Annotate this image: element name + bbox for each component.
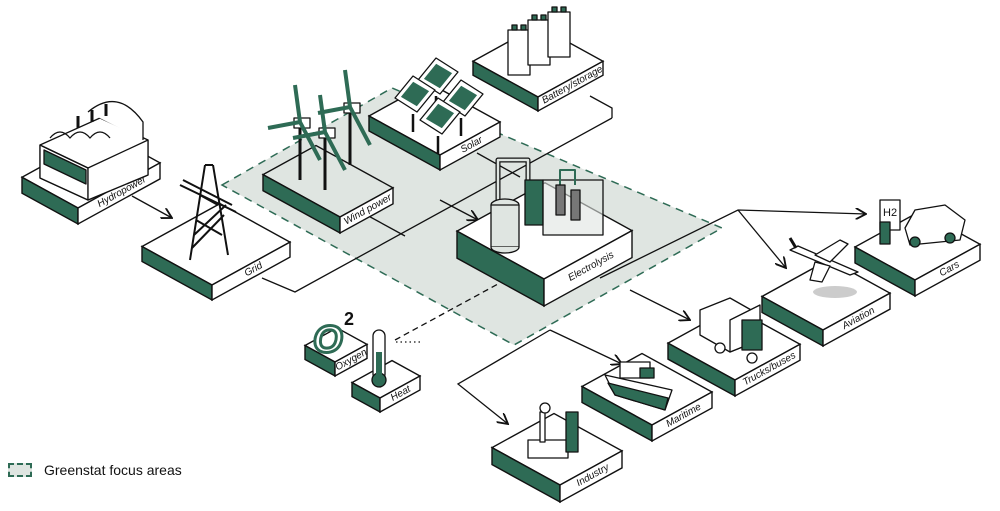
connector-into-electrolysis	[439, 199, 478, 220]
block-front	[211, 240, 291, 302]
block-front	[334, 343, 368, 378]
truck-icon	[699, 297, 763, 364]
battery-icon	[547, 6, 571, 58]
solar-panel-icon	[419, 97, 461, 154]
block-front	[439, 120, 501, 172]
block-front	[822, 291, 891, 348]
block-front	[339, 186, 394, 235]
factory-icon	[527, 402, 579, 459]
battery-icon	[507, 24, 531, 76]
connector-to-maritime	[549, 329, 622, 364]
solar-panel-icon	[394, 75, 436, 132]
connector-to-trucks	[629, 289, 690, 320]
block-front	[651, 390, 713, 443]
hydrogen-sign-label: H2	[883, 207, 897, 219]
connector-hydro-grid	[131, 195, 172, 218]
block-front	[734, 343, 801, 398]
airplane-icon	[788, 237, 859, 298]
ship-icon	[604, 361, 673, 411]
hydropower-plant-icon	[39, 100, 149, 201]
car-hydrogen-icon: H2	[879, 199, 966, 248]
block-front	[543, 229, 633, 308]
connector-grid-bus	[261, 117, 613, 293]
oxygen-symbol: O	[313, 319, 343, 361]
oxygen-subscript: 2	[344, 309, 354, 329]
thermometer-icon	[371, 329, 387, 388]
connector-battery-bus	[589, 95, 613, 118]
block-heat: Heat	[350, 359, 422, 414]
battery-icon	[527, 14, 551, 66]
wind-turbine-icon	[317, 69, 372, 165]
wind-turbine-icon	[267, 84, 322, 180]
connector-to-aviation	[737, 209, 786, 268]
block-front	[379, 374, 421, 414]
block-front	[559, 449, 623, 504]
block-front	[914, 243, 981, 298]
connector-to-industry	[456, 329, 551, 424]
power-pylon-icon	[179, 164, 237, 261]
block-grid: Grid	[140, 202, 292, 302]
legend-label: Greenstat focus areas	[44, 462, 182, 478]
legend-focus-swatch	[8, 463, 32, 477]
block-front	[537, 60, 604, 113]
electrolyser-icon	[490, 157, 604, 254]
legend: Greenstat focus areas	[8, 462, 182, 478]
